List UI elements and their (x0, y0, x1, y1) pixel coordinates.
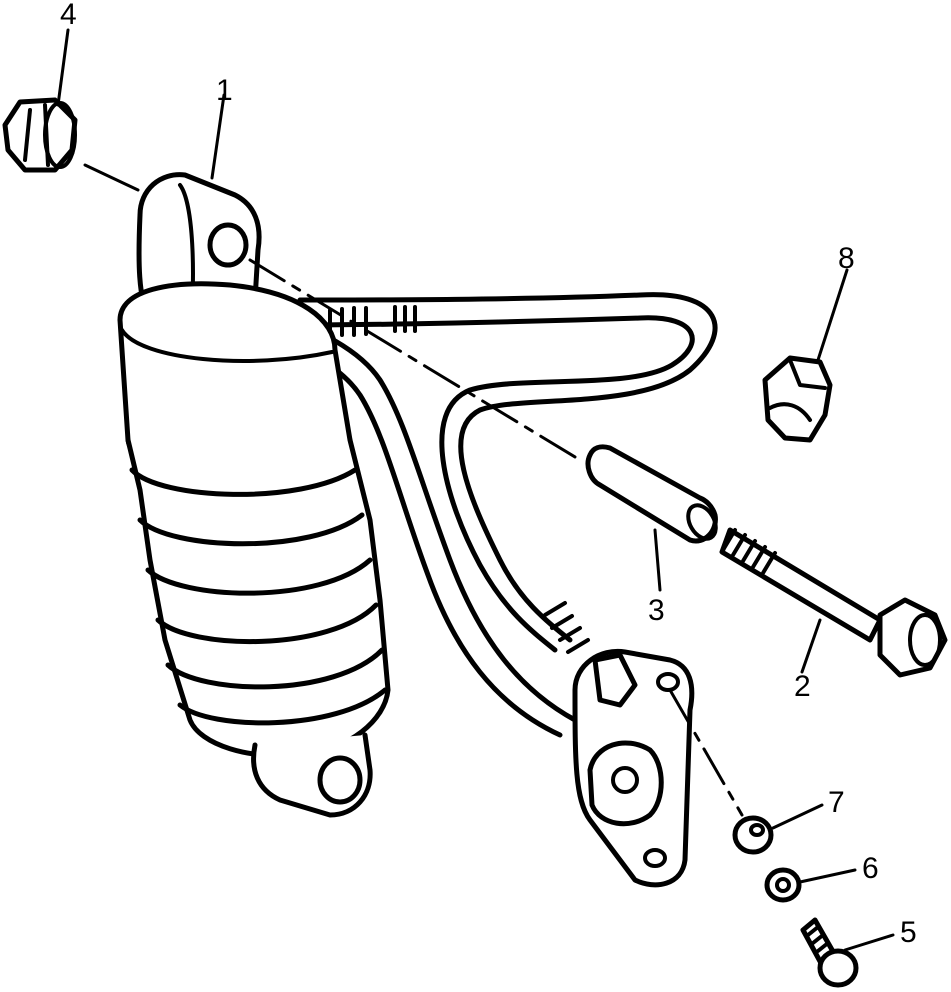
callout-3: 3 (648, 594, 665, 627)
callout-5: 5 (900, 916, 917, 949)
callout-7: 7 (828, 786, 845, 819)
part-2-bolt (719, 527, 948, 678)
part-4-nut (2, 97, 78, 173)
leader-lines (56, 28, 895, 952)
callout-2: 2 (794, 670, 811, 703)
callout-6: 6 (862, 852, 879, 885)
reservoir-bracket (572, 648, 695, 888)
callout-labels: 1 4 8 3 2 7 6 5 (60, 0, 917, 949)
callout-1: 1 (216, 74, 233, 107)
callout-4: 4 (60, 0, 77, 31)
part-6-lock-washer (764, 867, 802, 903)
part-7-washer (732, 815, 774, 855)
part-5-screw (800, 917, 859, 988)
alignment-lines (83, 163, 744, 817)
callout-8: 8 (838, 242, 855, 275)
shock-absorber (117, 172, 391, 818)
part-3-collar (585, 444, 718, 544)
part-8-clamp (762, 355, 833, 443)
